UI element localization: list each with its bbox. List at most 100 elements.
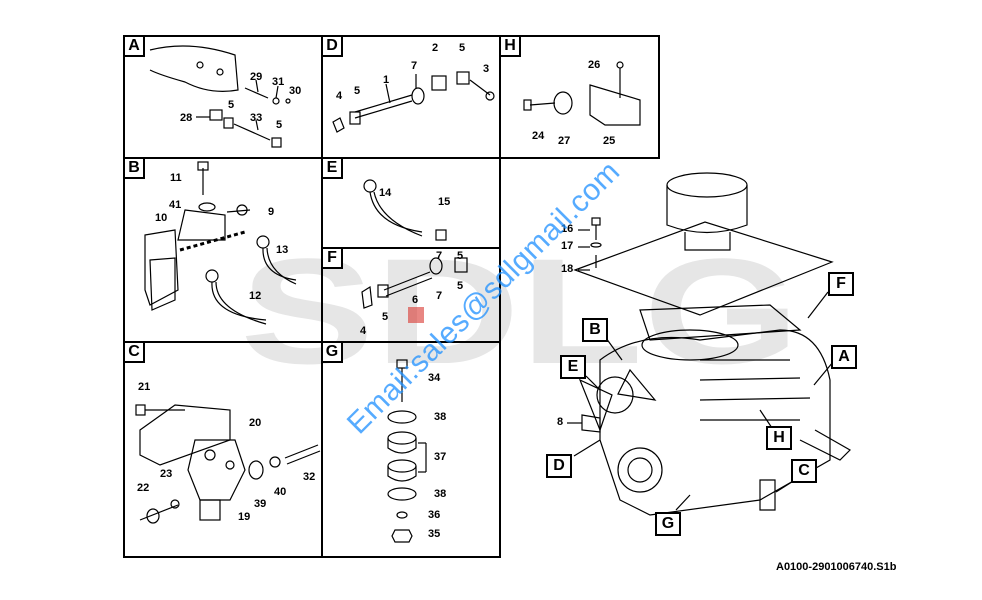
callout-a: A	[831, 345, 857, 369]
elbow-28	[209, 109, 223, 121]
label-g-36: 36	[428, 509, 441, 521]
label-f-7a: 7	[436, 250, 443, 262]
label-a-5a: 5	[228, 99, 235, 111]
washer-31	[272, 97, 280, 105]
label-d-5a: 5	[459, 42, 466, 54]
nut-40	[269, 456, 281, 468]
panel-d-letter: D	[321, 35, 343, 57]
flywheel-housing-outline	[149, 45, 239, 92]
engine-cover-plate-18	[573, 221, 834, 316]
callout-e: E	[560, 355, 586, 379]
label-a-31: 31	[272, 76, 285, 88]
fitting-13	[256, 235, 270, 249]
panel-b-letter: B	[123, 157, 145, 179]
label-e-15: 15	[438, 196, 451, 208]
callout-g: G	[655, 512, 681, 536]
label-h-26: 26	[588, 59, 601, 71]
label-d-2: 2	[432, 42, 439, 54]
panel-c-letter: C	[123, 341, 145, 363]
washer-36	[396, 511, 408, 519]
label-engine-18: 18	[561, 263, 574, 275]
clamp-7-f	[429, 257, 443, 275]
bracket-8	[581, 414, 601, 433]
label-a-28: 28	[180, 112, 193, 124]
valve-19	[187, 439, 246, 501]
label-b-11: 11	[170, 172, 182, 184]
label-f-4: 4	[360, 325, 367, 337]
label-engine-16: 16	[561, 223, 574, 235]
label-h-25: 25	[603, 135, 616, 147]
isolator-27	[553, 91, 573, 115]
label-c-19: 19	[238, 511, 251, 523]
panel-g-letter: G	[321, 341, 343, 363]
label-c-22: 22	[137, 482, 150, 494]
clamp-5-left	[349, 111, 361, 125]
label-c-40: 40	[274, 486, 287, 498]
bolt-24	[529, 102, 556, 106]
label-d-4: 4	[336, 90, 343, 102]
bracket-10	[177, 209, 226, 241]
label-engine-8: 8	[557, 416, 564, 428]
panel-a-letter: A	[123, 35, 145, 57]
label-g-34: 34	[428, 372, 441, 384]
air-filter-cap	[666, 172, 748, 198]
clamp-5	[223, 117, 234, 129]
clamp-7	[411, 87, 425, 105]
label-a-33: 33	[250, 112, 263, 124]
label-f-6: 6	[412, 294, 419, 306]
document-code: A0100-2901006740.S1b	[776, 561, 897, 573]
hose-1	[354, 94, 413, 113]
bracket-25	[589, 84, 641, 126]
engine-block	[599, 329, 831, 516]
fitting-5-f	[454, 257, 468, 273]
fitting-4-f	[361, 285, 373, 309]
valve-c	[759, 479, 776, 511]
clamp-5-top	[456, 71, 470, 85]
label-a-29: 29	[250, 71, 263, 83]
hose-6	[383, 271, 431, 291]
label-g-38b: 38	[434, 488, 447, 500]
panel-g: G	[321, 341, 501, 558]
callout-h: H	[766, 426, 792, 450]
fitting-9	[236, 204, 248, 216]
nut-35	[391, 529, 413, 543]
label-d-3: 3	[483, 63, 490, 75]
callout-c: C	[791, 459, 817, 483]
washer-38	[387, 410, 417, 424]
panel-e-letter: E	[321, 157, 343, 179]
bracket-20	[139, 404, 231, 466]
hose-14	[369, 191, 423, 233]
label-b-10: 10	[155, 212, 168, 224]
crank-pulley-icon	[617, 447, 663, 493]
fan-hub-icon	[596, 376, 634, 414]
label-a-30: 30	[289, 85, 302, 97]
fitting-4	[332, 117, 345, 133]
fitting-12	[205, 269, 219, 283]
panel-f-letter: F	[321, 247, 343, 269]
hose-13	[262, 247, 297, 281]
label-c-21: 21	[138, 381, 151, 393]
fitting-2	[431, 75, 447, 91]
panel-h-letter: H	[499, 35, 521, 57]
fan-blade	[578, 378, 613, 432]
bolt-hole-icon	[196, 61, 204, 69]
washer-41	[198, 202, 216, 212]
label-d-7: 7	[411, 60, 418, 72]
fitting-14	[363, 179, 377, 193]
label-b-13: 13	[276, 244, 289, 256]
label-f-7b: 7	[436, 290, 443, 302]
label-d-5b: 5	[354, 85, 361, 97]
label-d-1: 1	[383, 74, 390, 86]
label-b-41: 41	[169, 199, 182, 211]
label-f-5c: 5	[382, 311, 389, 323]
label-g-35: 35	[428, 528, 441, 540]
pipe-29	[244, 87, 269, 99]
isolator-37	[387, 431, 417, 445]
label-e-14: 14	[379, 187, 392, 199]
pipe-33	[233, 123, 271, 141]
bolt-3	[485, 91, 495, 101]
washer-23	[170, 499, 180, 509]
pipe-32	[284, 444, 319, 459]
muffler	[639, 304, 802, 341]
